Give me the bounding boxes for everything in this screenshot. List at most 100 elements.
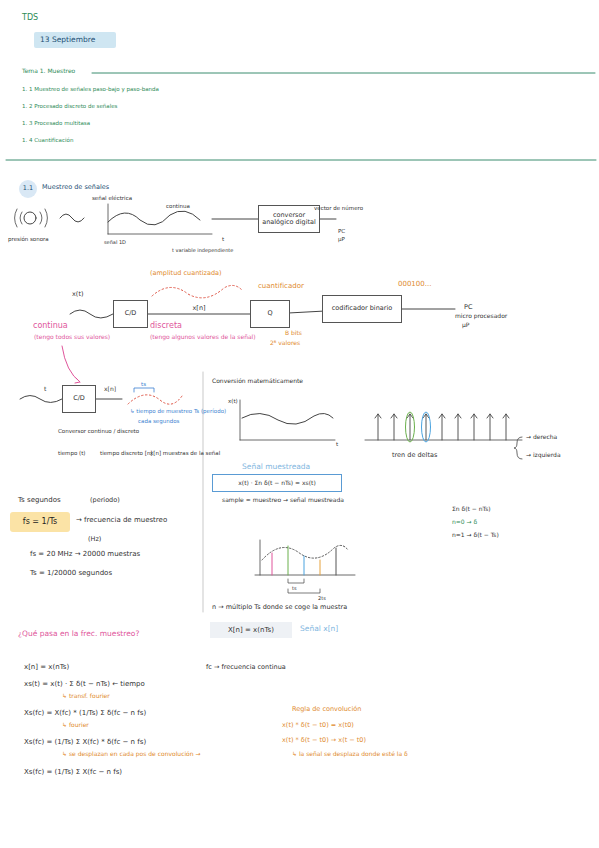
output-wire (96, 399, 122, 400)
note-text: señal eléctrica (92, 195, 132, 201)
node-text: C/D (73, 395, 85, 402)
note-text: x(t) * δ(t − t0) → x(t − t0) (282, 737, 366, 744)
delta-train (375, 414, 509, 440)
axis (255, 575, 355, 576)
ts-bracket (134, 388, 154, 392)
note-text: n=0 → δ (452, 519, 477, 526)
note-text: (tengo algunos valores de la señal) (150, 334, 256, 341)
note-text: ↳ se desplazan en cada pos de convolució… (62, 751, 201, 758)
note-text: (Hz) (88, 536, 101, 543)
note-text: (periodo) (90, 497, 120, 504)
green-oval (406, 412, 415, 442)
note-text: 1. 1 Muestreo de señales paso-bajo y pas… (22, 86, 159, 92)
note-text: 000100... (398, 281, 431, 289)
formula-highlight: X[n] = x(nTs) (210, 622, 292, 638)
note-text: continua (33, 322, 68, 331)
cd-box: C/D (113, 300, 148, 328)
note-text: tiempo discreto [n] (100, 450, 153, 456)
section-number: 1.1 (19, 180, 37, 198)
section-rule (92, 73, 595, 74)
note-text: fc → frecuencia continua (206, 664, 286, 671)
node-text: Q (267, 310, 272, 317)
node-text: X[n] = x(nTs) (228, 626, 274, 634)
envelope (262, 545, 348, 560)
axis (240, 400, 241, 440)
note-text: µP (338, 236, 345, 242)
note-text: ts (292, 586, 297, 592)
signal-wire (212, 219, 258, 220)
note-text: (tengo todos sus valores) (34, 334, 110, 341)
node-text: x(t) · Σn δ(t − nTs) = xs(t) (238, 480, 316, 487)
signal-connector (290, 311, 322, 313)
note-text: Tema 1. Muestreo (22, 68, 75, 75)
formula-box: x(t) · Σn δ(t − nTs) = xs(t) (212, 474, 342, 492)
node-text: 13 Septiembre (40, 36, 95, 45)
note-text: cuantificador (258, 283, 304, 291)
sample-arrows (272, 546, 336, 575)
node-text: 1.1 (23, 185, 33, 192)
note-text: presión sonora (8, 236, 49, 242)
note-text: t (222, 236, 224, 242)
note-text: PC (338, 228, 345, 234)
analog-signal (108, 211, 200, 225)
node-text: conversor analógico digital (259, 212, 319, 227)
axis (108, 234, 212, 235)
note-text: x(t) (72, 291, 83, 298)
note-text: → derecha (526, 434, 557, 441)
edge-label: x[n] (193, 304, 206, 312)
note-text: Conversor continuo / discreto (58, 428, 139, 434)
note-text: Conversión matemáticamente (212, 378, 303, 385)
note-text: ↳ la señal se desplaza donde esté la δ (292, 751, 408, 758)
note-text: t (336, 441, 338, 447)
sampled-curve (128, 395, 182, 404)
note-text: n=1 → δ(t − Ts) (452, 532, 499, 539)
note-text: TDS (22, 14, 38, 23)
node-text: codificador binario (332, 305, 392, 312)
note-text: Señal muestreada (242, 463, 310, 471)
note-text: ↳ fourier (62, 722, 89, 729)
note-text: → izquierda (526, 452, 561, 459)
note-text: señal 1D (104, 240, 126, 246)
signal-connector (148, 314, 250, 315)
note-text: Xs(fc) = (1/Ts) Σ X(fc) * δ(fc − n fs) (24, 739, 146, 747)
note-text: 2ᴮ valores (270, 340, 300, 347)
note-text: Regla de convolución (292, 706, 361, 713)
blue-oval (422, 412, 431, 442)
note-text: x(t) * δ(t − t0) = x(t0) (282, 722, 354, 729)
note-text: cada segundos (138, 418, 179, 424)
formula-highlight: fs = 1/Ts (10, 512, 70, 532)
cd-box: C/D (62, 385, 96, 413)
note-text: ¿Qué pasa en la frec. muestreo? (18, 630, 139, 638)
note-text: 1. 4 Cuantificación (22, 137, 73, 143)
sound-waves (15, 209, 48, 227)
quantized-samples (152, 285, 242, 297)
axis (240, 440, 335, 441)
note-text: 2ts (318, 596, 326, 602)
note-text: tiempo (t) (58, 450, 85, 456)
note-text: (amplitud cuantizada) (150, 270, 222, 277)
note-text: t (44, 386, 46, 393)
note-text: Muestreo de señales (42, 184, 109, 191)
spacing-bracket (288, 579, 320, 593)
note-text: Xs(fc) = (1/Ts) Σ X(fc − n fs) (24, 769, 122, 777)
note-text: fs = 20 MHz → 20000 muestras (30, 551, 140, 559)
brace (514, 437, 522, 459)
axis (260, 540, 261, 575)
axis (108, 204, 109, 234)
quantizer-box: Q (250, 300, 290, 328)
pink-arrowhead (75, 378, 80, 383)
axis (365, 440, 522, 441)
note-text: xs(t) = x(t) · Σ δ(t − nTs) ← tiempo (24, 681, 145, 689)
note-text: Xs(fc) = X(fc) * (1/Ts) Σ δ(fc − n fs) (24, 710, 146, 718)
input-signal (20, 396, 62, 403)
note-text: n → múltiplo Ts donde se coge la muestra (212, 604, 347, 611)
note-text: tren de deltas (392, 452, 437, 459)
node-text: C/D (125, 310, 137, 317)
note-text: ts (141, 381, 146, 387)
note-text: Ts segundos (18, 497, 61, 505)
note-text: x(t) (228, 398, 238, 404)
wave-link (60, 214, 84, 222)
note-text: discreta (150, 322, 182, 331)
note-text: 1. 3 Procesado multitasa (22, 120, 90, 126)
